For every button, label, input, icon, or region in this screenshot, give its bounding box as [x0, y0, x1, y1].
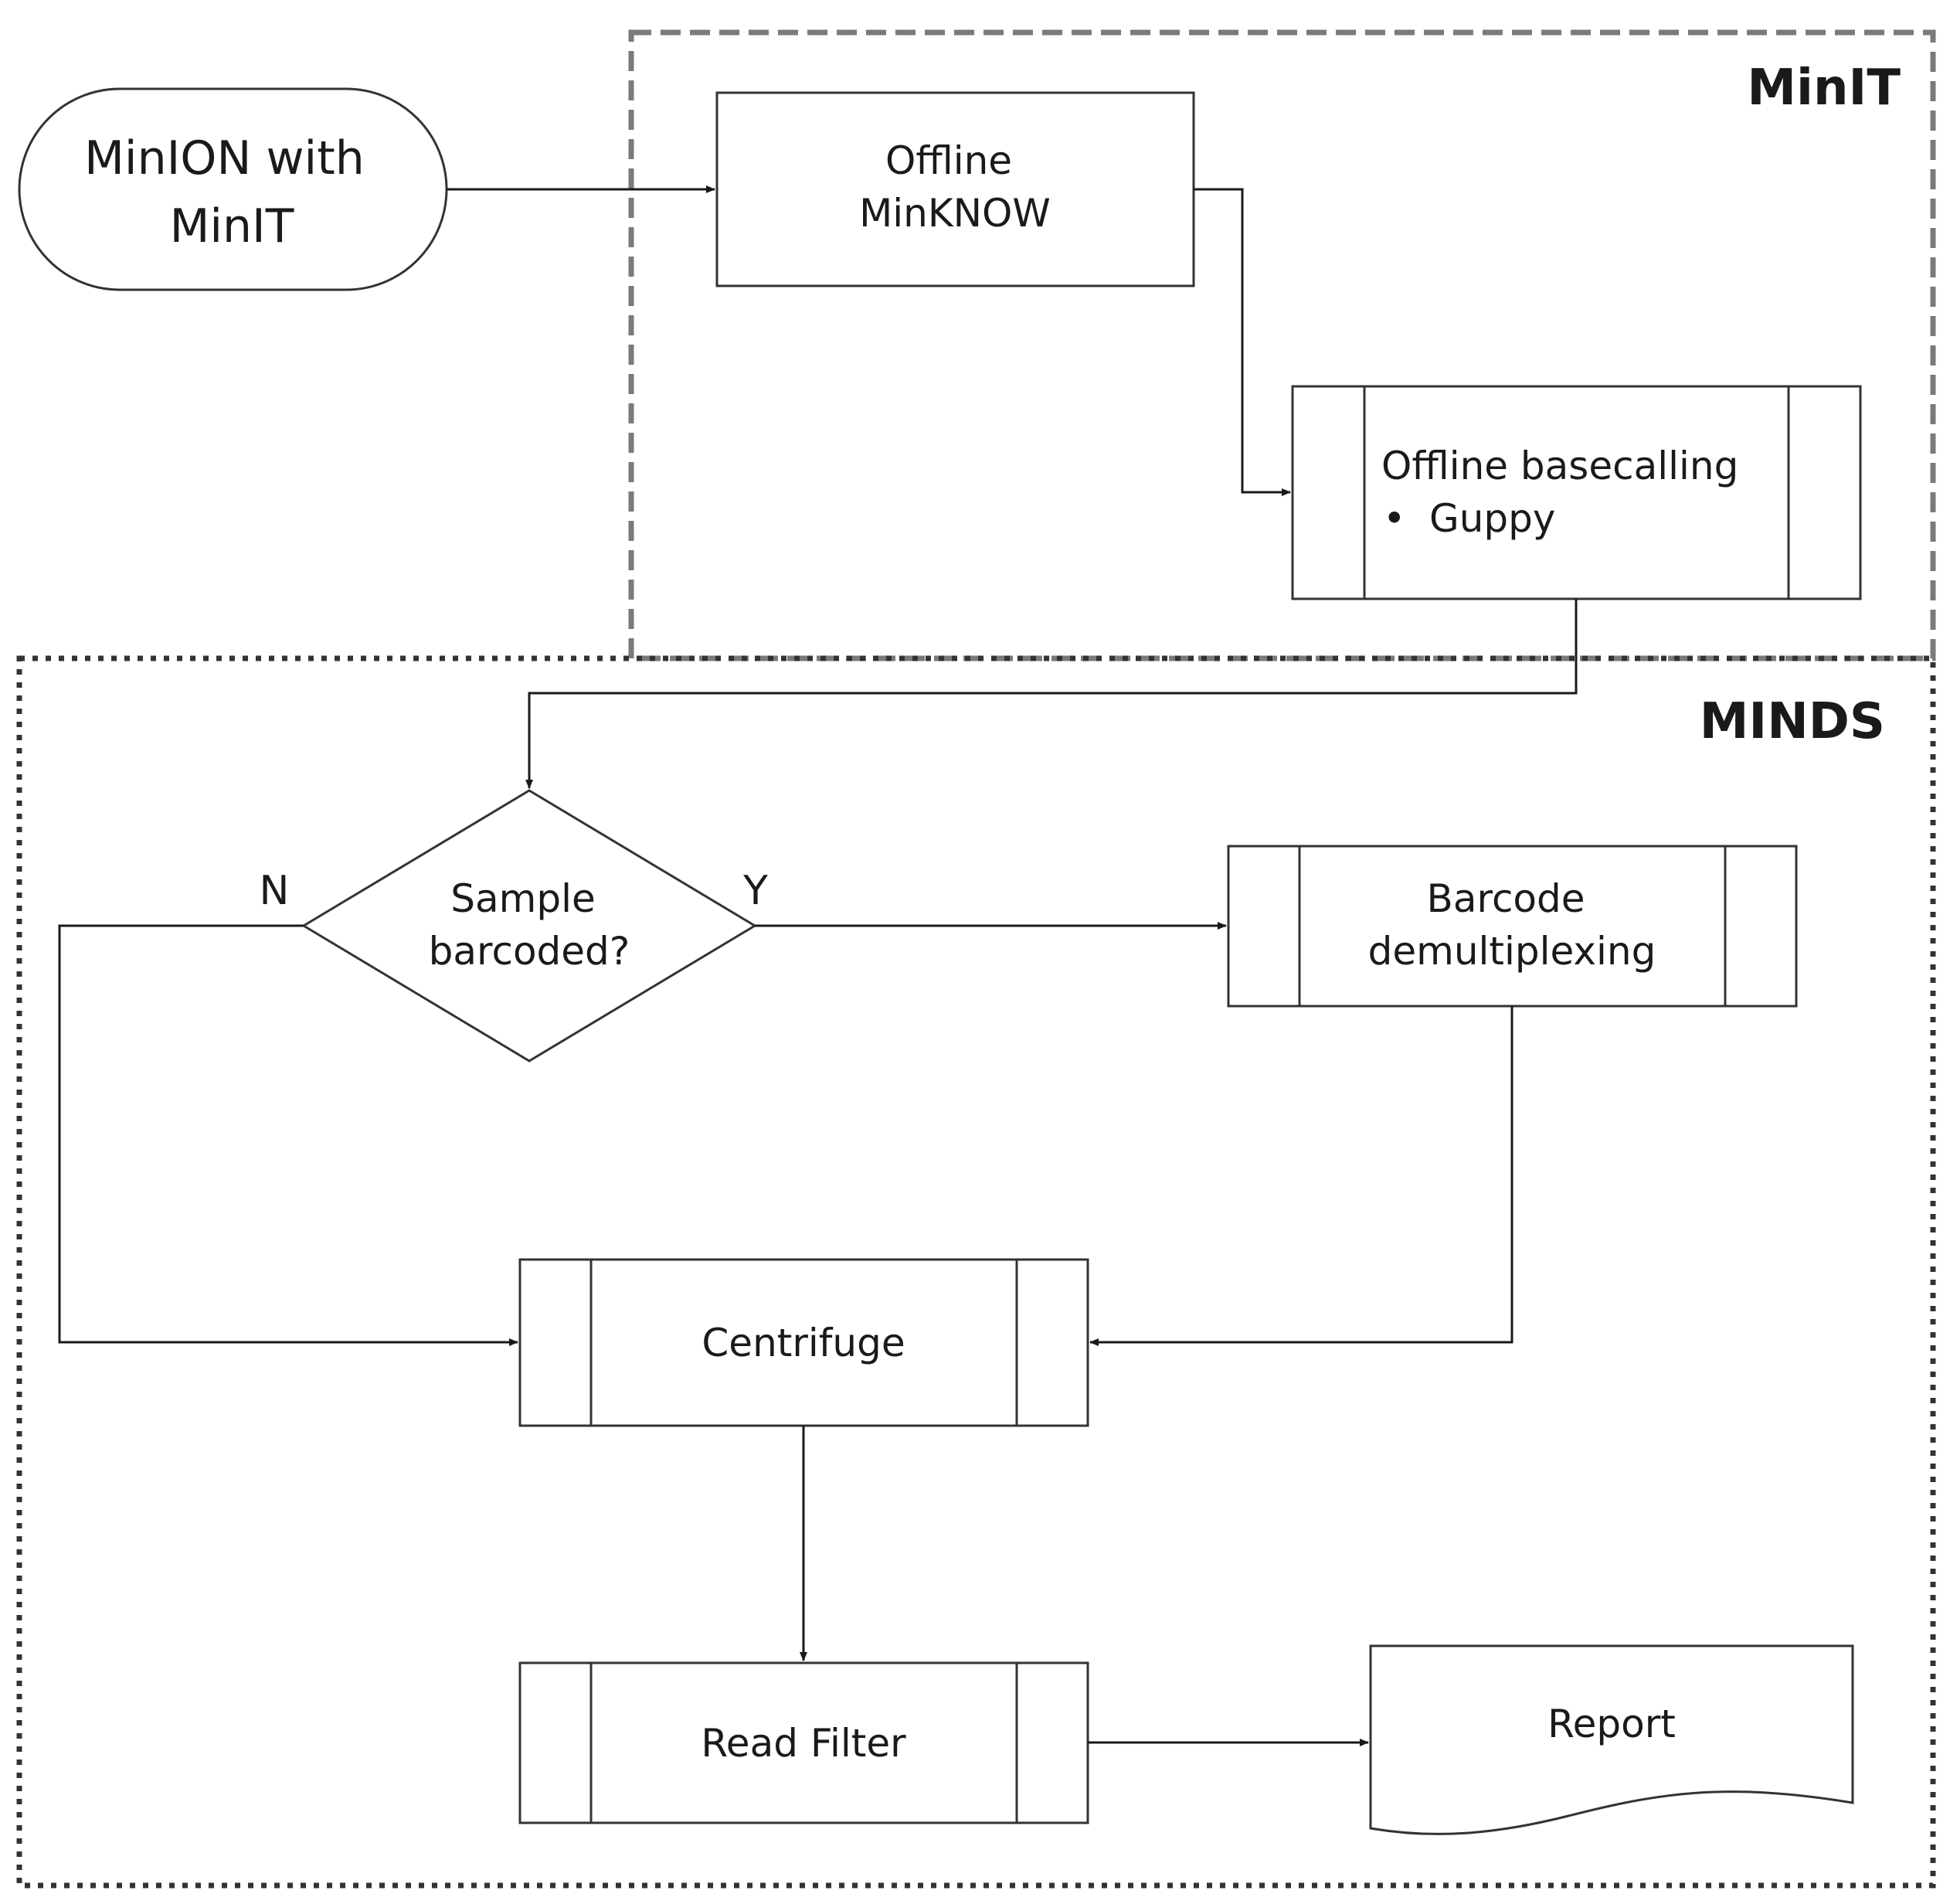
- start-terminal-label: MinION with MinIT: [84, 131, 379, 253]
- report-label: Report: [1547, 1702, 1676, 1746]
- centrifuge-box: [518, 1258, 1089, 1427]
- centrifuge-label: Centrifuge: [702, 1321, 905, 1365]
- minds-group-label: MINDS: [1700, 693, 1885, 750]
- read-filter-box: [518, 1661, 1089, 1824]
- offline-basecalling-box: [1291, 385, 1862, 600]
- edge-decision-no-to-centrifuge: [58, 924, 518, 1346]
- edge-minknow-to-basecalling: [1194, 188, 1291, 496]
- barcode-demultiplexing-label: Barcode demultiplexing: [1368, 876, 1656, 974]
- barcode-demultiplexing-line-2: demultiplexing: [1368, 929, 1656, 974]
- minds-group: [16, 655, 1936, 1889]
- start-terminal: [18, 87, 448, 291]
- sample-barcoded-line-1: Sample: [450, 876, 595, 921]
- edge-demux-to-centrifuge: [1089, 1006, 1513, 1346]
- barcode-demultiplexing-line-1: Barcode: [1427, 876, 1585, 921]
- offline-minknow-box: [715, 91, 1195, 287]
- offline-minknow-line-1: Offline: [885, 138, 1012, 183]
- minit-group-label: MinIT: [1747, 60, 1901, 117]
- minit-group: [628, 29, 1936, 661]
- barcode-demultiplexing-box: [1227, 845, 1798, 1008]
- sample-barcoded-label: Sample barcoded?: [429, 876, 630, 974]
- start-terminal-line-1: MinION with: [84, 131, 365, 185]
- no-branch-label: N: [260, 868, 290, 914]
- yes-branch-label: Y: [742, 868, 768, 914]
- start-terminal-line-2: MinIT: [170, 199, 294, 253]
- offline-minknow-label: Offline MinKNOW: [859, 138, 1051, 236]
- offline-basecalling-title: Offline basecalling: [1381, 444, 1738, 488]
- sample-barcoded-decision: [301, 789, 757, 1062]
- read-filter-label: Read Filter: [701, 1721, 906, 1766]
- offline-basecalling-bullet-text: Guppy: [1429, 496, 1556, 541]
- offline-minknow-line-2: MinKNOW: [859, 191, 1051, 236]
- sample-barcoded-line-2: barcoded?: [429, 929, 630, 974]
- report-document: [1369, 1644, 1854, 1835]
- offline-basecalling-bullet: •: [1383, 496, 1406, 541]
- edge-basecalling-to-decision: [525, 599, 1578, 789]
